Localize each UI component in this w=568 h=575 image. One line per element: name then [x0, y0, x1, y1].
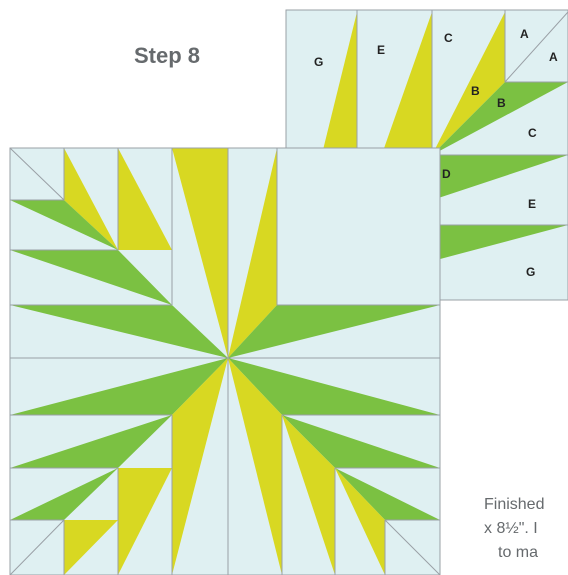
spike-c [432, 12, 505, 155]
spike-br-3 [335, 468, 440, 520]
spike-bl-4 [172, 358, 228, 575]
spike-br-2 [282, 415, 440, 468]
spike-tl-1 [172, 148, 228, 358]
spike-br-4 [228, 358, 282, 575]
label-c-right: C [528, 126, 537, 140]
label-e-top: E [377, 43, 385, 57]
label-a-right: A [549, 50, 558, 64]
spike-tr-2 [228, 305, 440, 358]
spike-br-6 [335, 468, 385, 575]
label-d-right: D [442, 167, 451, 181]
caption-line-1: Finished [484, 496, 545, 513]
caption-line-3: to ma [498, 544, 539, 561]
spike-tl-5 [10, 250, 172, 305]
label-a-top: A [520, 27, 529, 41]
spike-bl-1 [10, 358, 228, 415]
label-b-top: B [471, 84, 480, 98]
label-g-right: G [526, 265, 535, 279]
full-block [9, 147, 441, 575]
spike-br-1 [228, 358, 440, 415]
spike-bl-2 [10, 415, 172, 468]
label-e-right: E [528, 197, 536, 211]
caption-line-2: x 8½". I [484, 520, 538, 537]
label-b-right: B [497, 96, 506, 110]
label-g-left: G [314, 55, 323, 69]
spike-br-5 [282, 415, 335, 575]
spike-tl-2 [118, 148, 172, 250]
label-c-top: C [444, 31, 453, 45]
spike-bl-6 [64, 520, 118, 575]
spike-tl-3 [64, 148, 118, 250]
spike-b [432, 82, 568, 155]
spike-bl-3 [10, 468, 118, 520]
spike-tl-6 [10, 200, 118, 250]
caption: Finished x 8½". I to ma [484, 493, 568, 565]
spike-bl-5 [118, 468, 172, 575]
spike-tr-1 [228, 148, 277, 358]
spike-tl-4 [10, 305, 228, 358]
step-title: Step 8 [134, 43, 201, 68]
